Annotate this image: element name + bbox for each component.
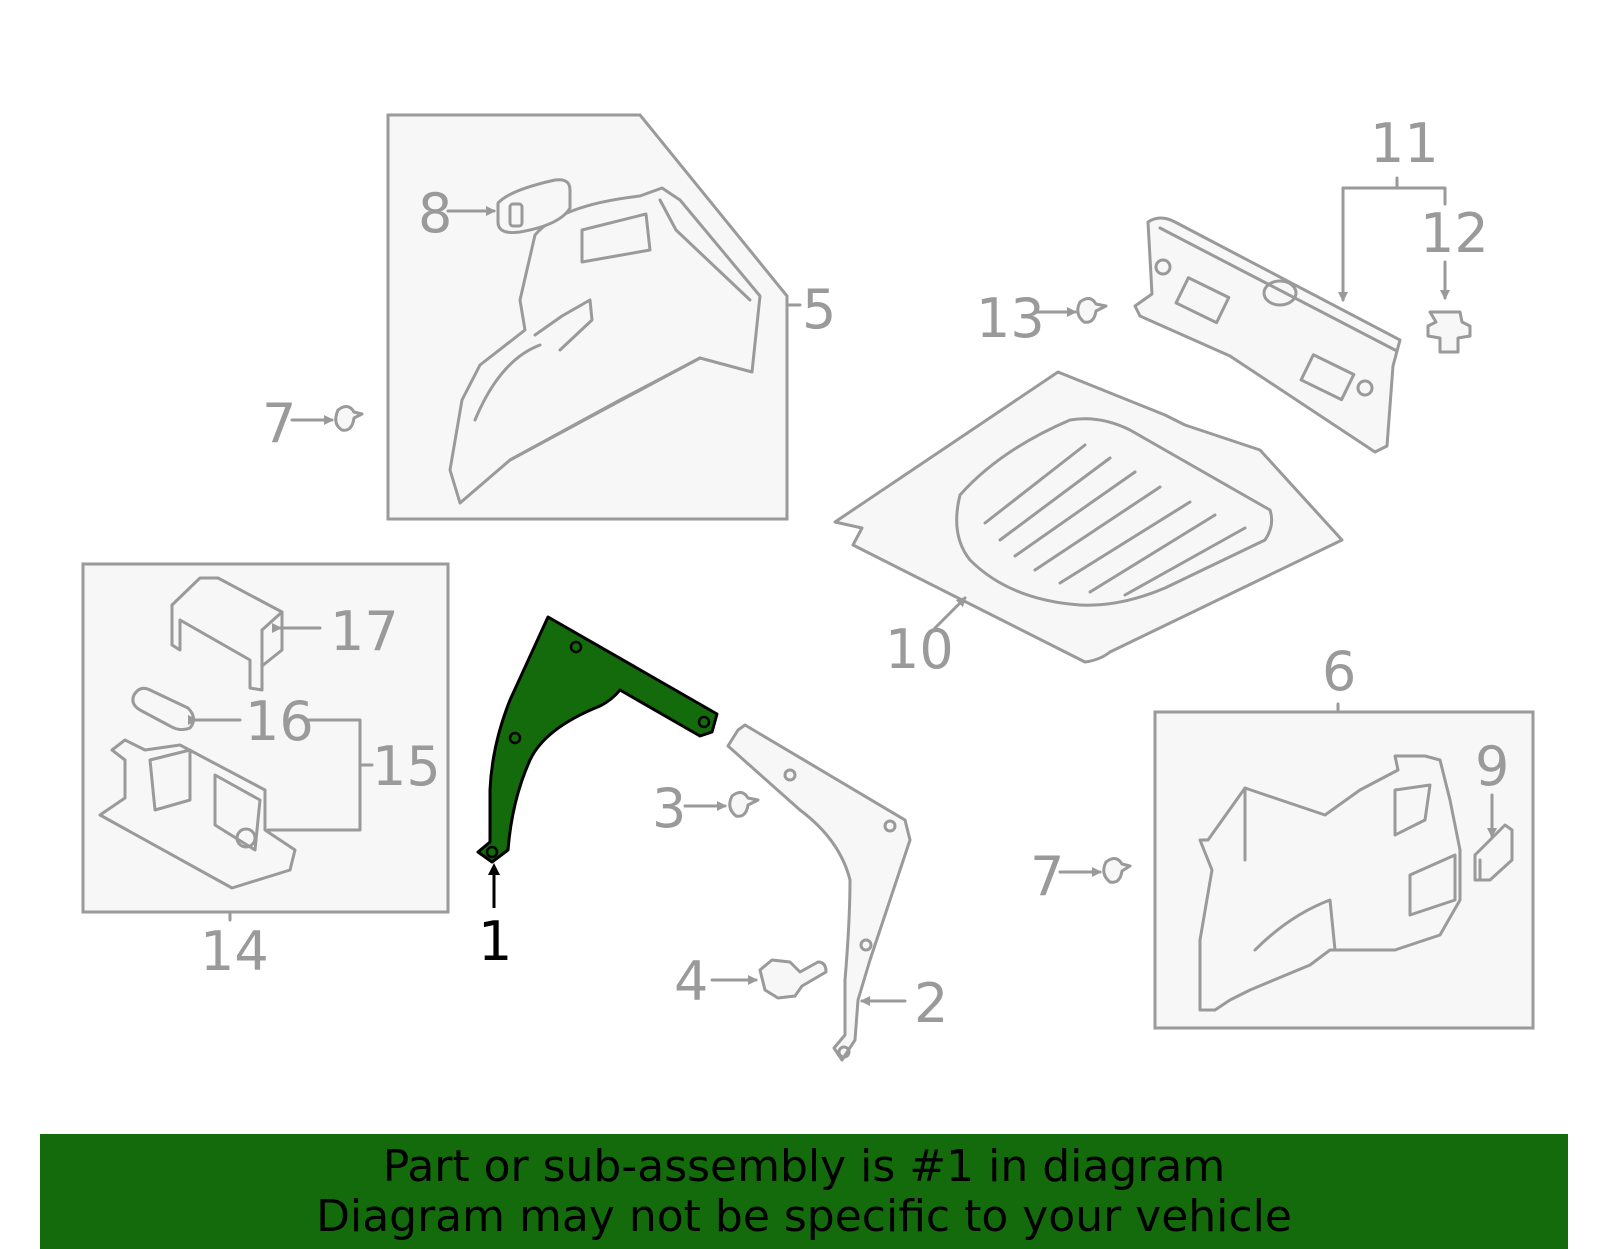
- clip-7-a[interactable]: [334, 405, 364, 432]
- wheelhouse-trim-part-1[interactable]: [476, 615, 719, 864]
- callout-2: 2: [914, 972, 948, 1035]
- trunk-mat-group: 10: [833, 370, 1344, 681]
- cover-9[interactable]: [1473, 823, 1514, 882]
- bulb-16[interactable]: [131, 686, 195, 732]
- banner-line-1: Part or sub-assembly is #1 in diagram: [382, 1141, 1226, 1192]
- callout-15: 15: [372, 735, 441, 798]
- callout-3: 3: [652, 777, 686, 840]
- clip-7-c[interactable]: [1102, 857, 1132, 884]
- bolt-4[interactable]: [758, 958, 828, 1000]
- wheelhouse-trim-part-2[interactable]: [726, 723, 912, 1062]
- package-tray-group: 11 12 13: [976, 112, 1489, 454]
- trunk-floor-mat-10[interactable]: [833, 370, 1344, 664]
- callout-13: 13: [976, 287, 1045, 350]
- callout-10: 10: [885, 618, 954, 681]
- highlighted-part-1-group: 1: [476, 615, 719, 973]
- callout-6: 6: [1322, 640, 1356, 703]
- cover-8[interactable]: [496, 178, 572, 234]
- clip-3[interactable]: [728, 791, 760, 818]
- callout-5: 5: [802, 278, 836, 341]
- rear-package-tray-trim-11[interactable]: [1133, 216, 1402, 454]
- assembly-5-group: 8 5 7: [262, 113, 836, 521]
- banner-line-2: Diagram may not be specific to your vehi…: [316, 1191, 1292, 1242]
- callout-4: 4: [674, 950, 708, 1013]
- callout-12: 12: [1420, 202, 1489, 265]
- callout-14: 14: [200, 920, 269, 983]
- callout-9: 9: [1475, 735, 1509, 798]
- callout-1: 1: [478, 910, 512, 973]
- part-2-group: 2: [726, 723, 948, 1062]
- push-pin-12[interactable]: [1426, 310, 1472, 354]
- assembly-6-group: 6 7 9: [1030, 640, 1535, 1030]
- callout-7-a: 7: [262, 392, 296, 455]
- assembly-14-group: 17 16 15 14: [81, 562, 450, 983]
- lamp-housing-15[interactable]: [98, 738, 297, 890]
- clip-13[interactable]: [1076, 297, 1108, 324]
- callout-7-c: 7: [1030, 845, 1064, 908]
- callout-16: 16: [245, 690, 314, 753]
- callout-17: 17: [330, 600, 399, 663]
- callout-8: 8: [418, 182, 452, 245]
- lens-cover-17[interactable]: [170, 576, 284, 692]
- fasteners-group: 3 4: [652, 777, 828, 1013]
- callout-11: 11: [1370, 112, 1439, 175]
- info-banner: Part or sub-assembly is #1 in diagram Di…: [40, 1134, 1568, 1249]
